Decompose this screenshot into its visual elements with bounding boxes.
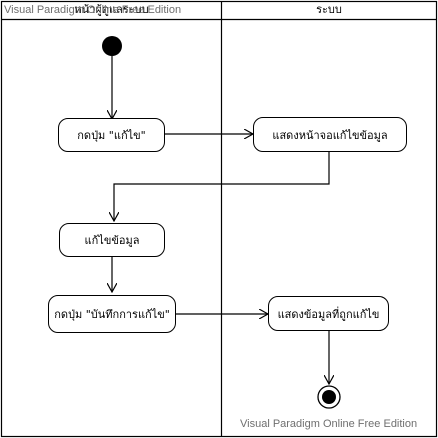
- action-label: กดปุ่ม "บันทึกการแก้ไข": [54, 308, 170, 321]
- watermark-bottom: Visual Paradigm Online Free Edition: [240, 418, 418, 430]
- final-node: [322, 390, 336, 404]
- flow-show-edit-screen-to-edit-data: [114, 151, 330, 221]
- watermark-top: Visual Paradigm Online Free Edition: [4, 4, 182, 16]
- action-label: แสดงข้อมูลที่ถูกแก้ไข: [277, 307, 380, 321]
- action-label: กดปุ่ม "แก้ไข": [77, 129, 146, 142]
- action-label: แสดงหน้าจอแก้ไขข้อมูล: [272, 128, 388, 142]
- lane-title-admin: หน้าผู้ดูแลระบบ: [74, 3, 149, 16]
- lane-header-admin: หน้าผู้ดูแลระบบ: [2, 1, 221, 19]
- action-edit-data: แก้ไขข้อมูล: [59, 223, 165, 257]
- lane-title-system: ระบบ: [316, 3, 342, 16]
- action-show-edit-screen: แสดงหน้าจอแก้ไขข้อมูล: [253, 117, 407, 152]
- action-show-edited-data: แสดงข้อมูลที่ถูกแก้ไข: [268, 296, 389, 331]
- lane-header-system: ระบบ: [222, 1, 436, 19]
- action-press-save-edit-button: กดปุ่ม "บันทึกการแก้ไข": [48, 295, 176, 333]
- action-label: แก้ไขข้อมูล: [84, 234, 140, 247]
- initial-node: [102, 36, 122, 56]
- action-press-edit-button: กดปุ่ม "แก้ไข": [58, 118, 165, 152]
